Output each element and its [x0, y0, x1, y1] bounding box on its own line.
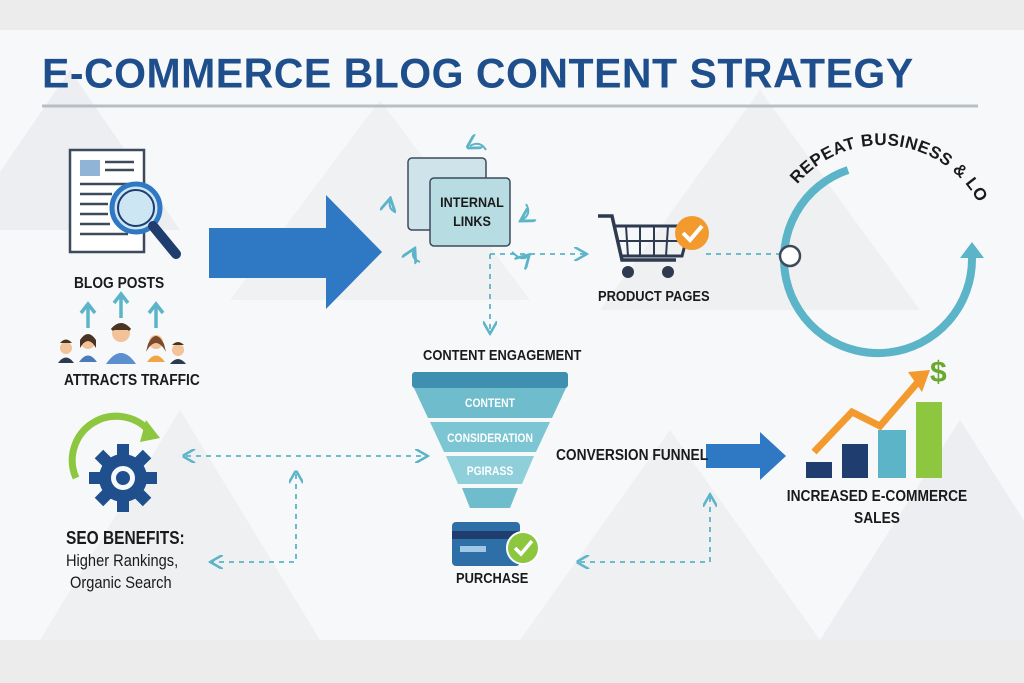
increased-sales-line1: INCREASED E-COMMERCE	[786, 488, 968, 505]
check-icon	[675, 216, 709, 250]
seo-higher-rankings: Higher Rankings,	[66, 551, 179, 570]
page-title: E-COMMERCE BLOG CONTENT STRATEGY	[42, 49, 914, 97]
dashed-connectors	[186, 254, 790, 562]
gear-icon	[68, 412, 160, 512]
document-search-icon	[68, 148, 181, 259]
diagram-background	[0, 30, 1024, 640]
blog-posts-label: BLOG POSTS	[74, 275, 165, 292]
seo-benefits-label: SEO BENEFITS:	[66, 528, 185, 548]
internal-links-line2: LINKS	[453, 213, 491, 229]
product-pages-label: PRODUCT PAGES	[598, 288, 710, 305]
attracts-traffic-label: ATTRACTS TRAFFIC	[64, 372, 200, 389]
people-icon	[58, 291, 186, 364]
internal-links-icon	[390, 144, 529, 262]
cycle-arrow-icon: REPEAT BUSINESS & LOYALTY	[0, 0, 991, 358]
purchase-label: PURCHASE	[456, 570, 529, 587]
growth-chart-icon	[806, 370, 942, 478]
credit-card-icon	[452, 522, 540, 566]
decor-triangle	[600, 90, 920, 310]
internal-links-label: INTERNAL LINKS	[436, 193, 508, 231]
increased-sales-label: INCREASED E-COMMERCE SALES	[778, 488, 976, 528]
increased-sales-line2: SALES	[854, 510, 900, 527]
dollar-icon: $	[930, 356, 947, 389]
funnel-stage-3: PGIRASS	[466, 464, 514, 478]
content-engagement-label: CONTENT ENGAGEMENT	[423, 347, 582, 364]
flow-arrow-large	[209, 195, 382, 309]
seo-organic-search: Organic Search	[70, 573, 172, 592]
funnel-icon	[412, 372, 568, 508]
funnel-stage-content: CONTENT	[465, 396, 515, 410]
conversion-funnel-label: CONVERSION FUNNEL	[556, 447, 709, 464]
internal-links-line1: INTERNAL	[440, 194, 504, 210]
funnel-stage-consideration: CONSIDERATION	[447, 431, 533, 445]
conversion-arrow	[706, 432, 786, 480]
shopping-cart-icon	[598, 214, 692, 278]
